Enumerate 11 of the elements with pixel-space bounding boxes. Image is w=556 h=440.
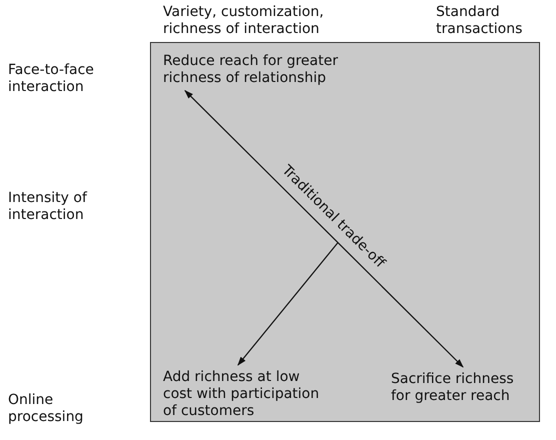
arrow: [184, 90, 464, 368]
row-heading: Face-to-face interaction: [8, 62, 95, 96]
chart-area-background: [150, 42, 540, 422]
quadrant-text: Reduce reach for greater richness of relationship: [163, 53, 368, 87]
arrow: [237, 242, 338, 366]
row-heading: Online processing: [8, 392, 84, 426]
column-heading: Variety, customization, richness of interaction: [163, 4, 325, 38]
row-heading: Intensity of interaction: [8, 190, 88, 224]
quadrant-text: Sacrifice richness for greater reach: [391, 371, 531, 405]
column-heading: Standard transactions: [436, 4, 524, 38]
quadrant-text: Add richness at low cost with participation of customers: [163, 369, 333, 420]
